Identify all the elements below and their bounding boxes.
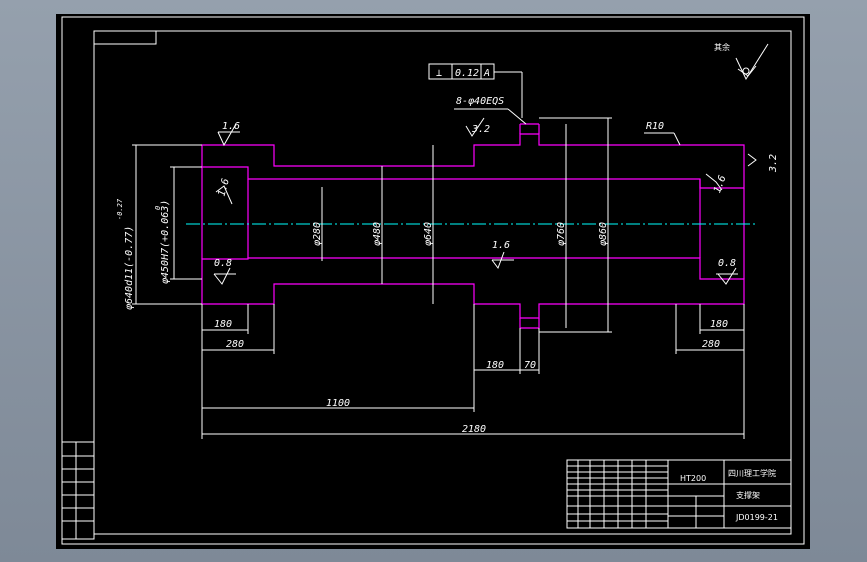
top-left-tag xyxy=(93,30,157,45)
dim-280-right: 280 xyxy=(702,339,720,350)
dim-70: 70 xyxy=(524,360,536,371)
dim-1100: 1100 xyxy=(326,398,350,409)
school: 四川理工学院 xyxy=(728,468,776,478)
dim-outer-left: φ640d11(-0.77) xyxy=(124,226,135,310)
title-block: HT200 四川理工学院 支撑架 JD0199-21 xyxy=(566,459,792,529)
dim-2180: 2180 xyxy=(462,424,486,435)
roughness-right-face: 0.8 xyxy=(718,258,736,269)
hole-callout: 8-φ40EQS xyxy=(456,96,504,107)
dim-280-left: 280 xyxy=(226,339,244,350)
radius-label: R10 xyxy=(646,121,664,132)
dim-outer-left-sup: -0.27 xyxy=(116,198,124,220)
hole-roughness: 3.2 xyxy=(471,124,490,135)
part-section-top xyxy=(201,133,745,189)
roughness-top-left: 1.6 xyxy=(222,121,240,132)
labels: 其余 8-φ40EQS 3.2 R10 3.2 1.6 1.6 0.8 1.6 … xyxy=(116,42,779,435)
roughness-bore-right: 1.6 xyxy=(712,174,729,195)
roughness-bore-left: 1.6 xyxy=(217,177,232,197)
material: HT200 xyxy=(680,474,706,483)
dim-180-right: 180 xyxy=(710,319,728,330)
inner-border xyxy=(93,30,792,535)
roughness-note: 其余 xyxy=(714,42,730,52)
dim-bore-left: φ450H7(+0.063) xyxy=(160,200,171,284)
tolerance-value: 0.12 xyxy=(455,68,479,79)
dim-bore-left-sup: 0 xyxy=(154,206,162,210)
drawing-sheet: ⊥ 0.12 A 其余 8-φ40EQS xyxy=(56,14,810,549)
tolerance-symbol: ⊥ xyxy=(436,68,442,79)
dimension-lines xyxy=(132,71,745,439)
dim-d760: φ760 xyxy=(556,222,567,246)
dim-180-mid: 180 xyxy=(486,360,504,371)
drawing-canvas: ⊥ 0.12 A 其余 8-φ40EQS xyxy=(61,16,805,545)
roughness-left-face: 0.8 xyxy=(214,258,232,269)
part-section-bottom xyxy=(201,257,745,319)
dim-d640: φ640 xyxy=(423,222,434,246)
dim-d480: φ480 xyxy=(372,222,383,246)
tolerance-frame: ⊥ 0.12 A xyxy=(428,63,495,80)
roughness-symbols xyxy=(213,43,769,285)
outer-border xyxy=(61,16,805,545)
dim-180-left: 180 xyxy=(214,319,232,330)
dim-d860: φ860 xyxy=(598,222,609,246)
left-margin-table xyxy=(61,441,95,540)
drawing-no: JD0199-21 xyxy=(735,513,778,522)
roughness-right: 3.2 xyxy=(768,154,779,173)
dim-d280: φ280 xyxy=(312,222,323,246)
tolerance-datum: A xyxy=(483,68,490,79)
part-name: 支撑架 xyxy=(736,490,760,500)
bore-outlines xyxy=(201,123,745,329)
roughness-bore-center: 1.6 xyxy=(492,240,510,251)
